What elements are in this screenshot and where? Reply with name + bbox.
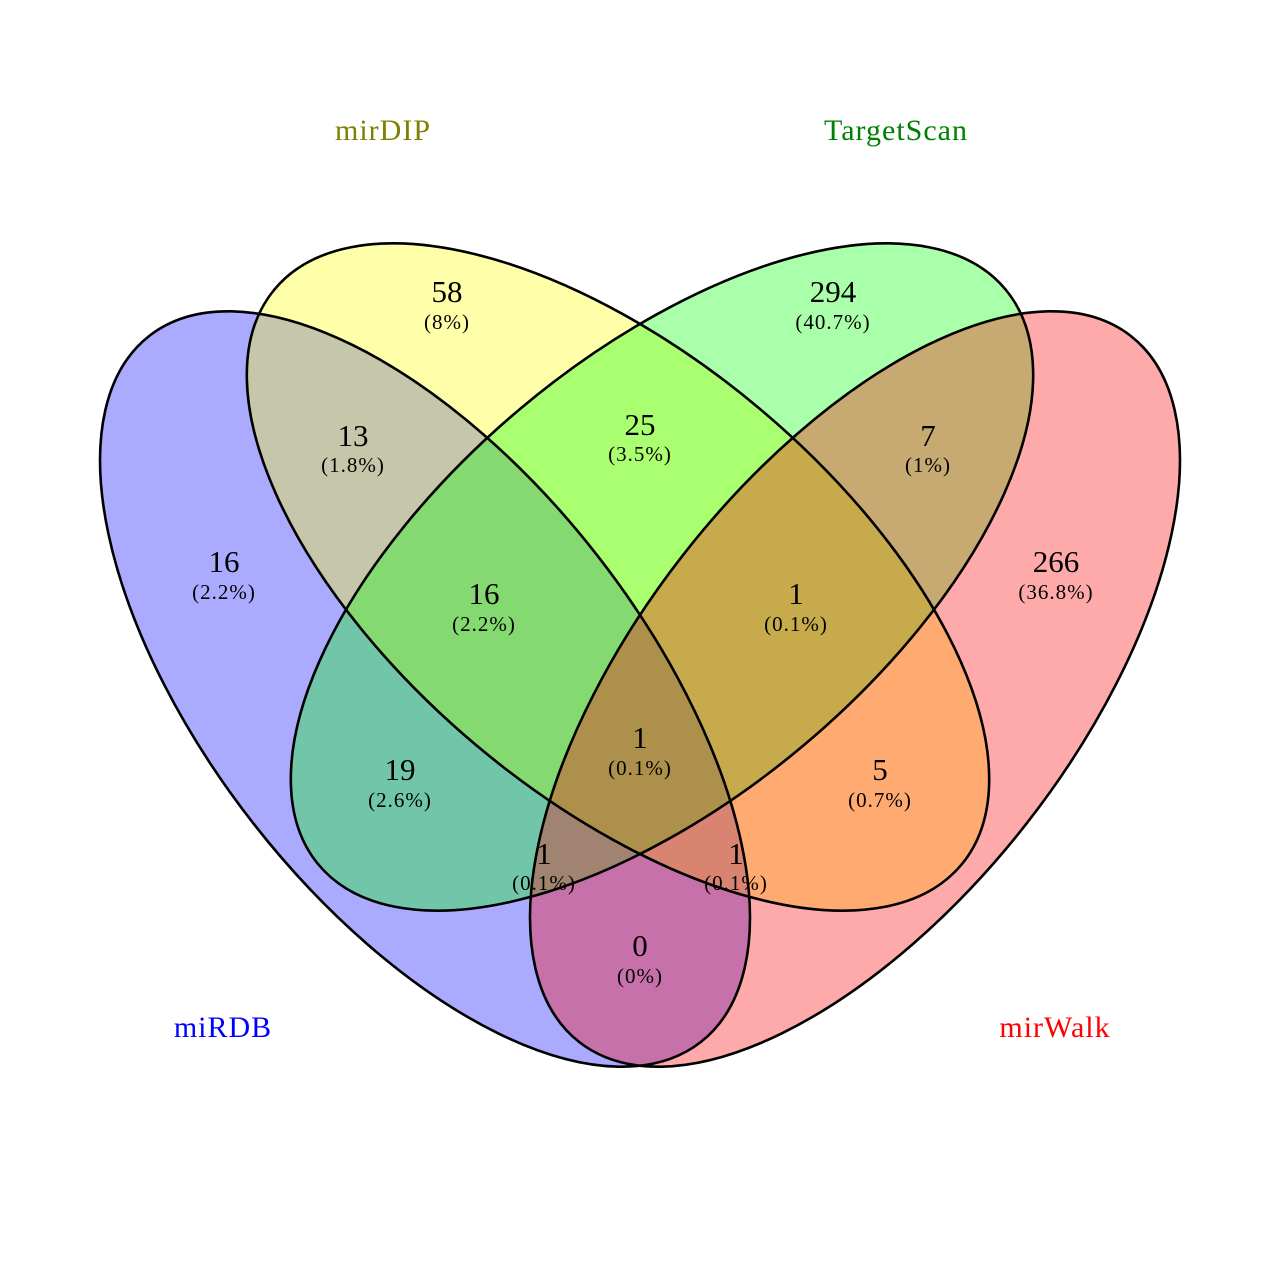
region-percent: (40.7%) <box>795 310 870 334</box>
region-percent: (0.1%) <box>608 756 672 780</box>
region-percent: (0.1%) <box>512 871 576 895</box>
region-count: 16 <box>469 576 500 611</box>
region-mirdb-mirdip-targetscan: 16 (2.2%) <box>452 576 516 636</box>
region-mirdb-only: 16 (2.2%) <box>192 544 256 604</box>
region-mirdip-targetscan-mirwalk: 1 (0.1%) <box>764 576 828 636</box>
set-title-mirdip: mirDIP <box>335 114 431 147</box>
region-percent: (0.7%) <box>848 788 912 812</box>
set-title-mirwalk: mirWalk <box>999 1011 1110 1044</box>
region-count: 0 <box>632 928 648 963</box>
region-count: 5 <box>872 752 888 787</box>
region-mirwalk-only: 266 (36.8%) <box>1018 544 1093 604</box>
region-mirdb-mirwalk: 0 (0%) <box>617 928 663 988</box>
region-mirdb-targetscan: 19 (2.6%) <box>368 752 432 812</box>
region-count: 13 <box>338 418 369 453</box>
region-mirdip-mirwalk: 5 (0.7%) <box>848 752 912 812</box>
region-percent: (0.1%) <box>764 612 828 636</box>
region-count: 1 <box>788 576 804 611</box>
region-percent: (0%) <box>617 964 663 988</box>
region-percent: (3.5%) <box>608 442 672 466</box>
region-targetscan-only: 294 (40.7%) <box>795 274 870 334</box>
region-percent: (2.2%) <box>192 580 256 604</box>
region-count: 58 <box>432 274 463 309</box>
region-count: 1 <box>728 836 744 871</box>
region-count: 19 <box>385 752 416 787</box>
region-targetscan-mirwalk: 7 (1%) <box>905 418 951 477</box>
region-percent: (2.6%) <box>368 788 432 812</box>
set-outlines <box>98 242 1182 1068</box>
region-mirdip-targetscan: 25 (3.5%) <box>608 407 672 466</box>
outline-mirdip <box>245 242 991 912</box>
region-count: 1 <box>632 720 648 755</box>
region-count: 25 <box>625 407 656 442</box>
set-title-targetscan: TargetScan <box>824 114 968 147</box>
region-count: 7 <box>920 418 936 453</box>
region-mirdb-mirdip-mirwalk: 1 (0.1%) <box>512 836 576 895</box>
region-percent: (1.8%) <box>321 453 385 477</box>
region-percent: (1%) <box>905 453 951 477</box>
region-count: 1 <box>536 836 552 871</box>
region-mirdip-only: 58 (8%) <box>424 274 470 334</box>
region-percent: (36.8%) <box>1018 580 1093 604</box>
outline-mirdb <box>98 310 752 1068</box>
region-percent: (2.2%) <box>452 612 516 636</box>
outline-targetscan <box>289 242 1035 912</box>
region-count: 266 <box>1033 544 1080 579</box>
region-mirdb-mirdip: 13 (1.8%) <box>321 418 385 477</box>
set-title-mirdb: miRDB <box>174 1011 272 1044</box>
region-percent: (0.1%) <box>704 871 768 895</box>
region-percent: (8%) <box>424 310 470 334</box>
region-mirdb-targetscan-mirwalk: 1 (0.1%) <box>704 836 768 895</box>
region-count: 16 <box>209 544 240 579</box>
region-all-four: 1 (0.1%) <box>608 720 672 780</box>
region-count: 294 <box>810 274 857 309</box>
outline-mirwalk <box>528 310 1182 1068</box>
